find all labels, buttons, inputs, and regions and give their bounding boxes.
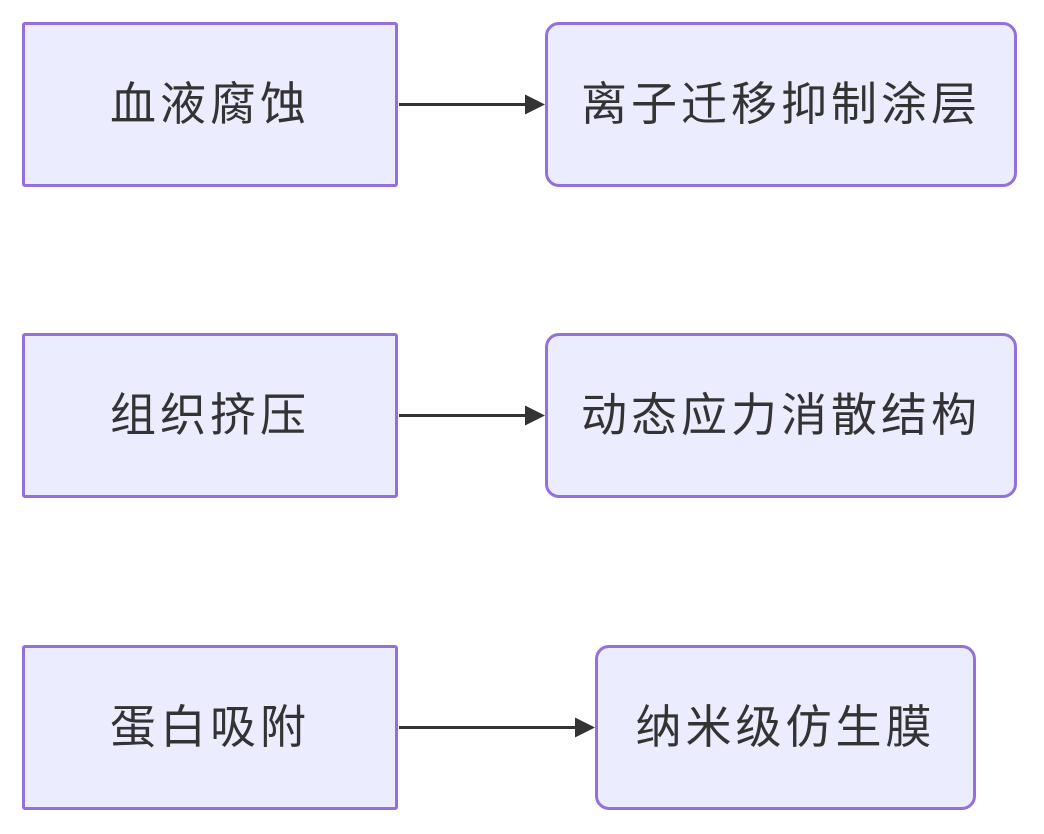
node-label: 纳米级仿生膜 <box>635 700 936 753</box>
node-label: 动态应力消散结构 <box>581 388 981 441</box>
arrowhead-icon <box>525 405 545 426</box>
node-label: 血液腐蚀 <box>110 77 310 130</box>
node-nanoscale-biomimetic-membrane: 纳米级仿生膜 <box>595 645 976 810</box>
arrow-row-3 <box>399 717 595 738</box>
arrow-row-1 <box>399 94 545 115</box>
arrowhead-icon <box>575 717 595 738</box>
node-label: 蛋白吸附 <box>110 700 310 753</box>
node-tissue-compression: 组织挤压 <box>22 333 398 498</box>
node-dynamic-stress-dissipation-structure: 动态应力消散结构 <box>545 333 1017 498</box>
arrow-row-2 <box>399 405 545 426</box>
node-ion-migration-inhibition-coating: 离子迁移抑制涂层 <box>545 22 1017 187</box>
arrowhead-icon <box>525 94 545 115</box>
node-label: 离子迁移抑制涂层 <box>581 77 981 130</box>
node-blood-corrosion: 血液腐蚀 <box>22 22 398 187</box>
node-label: 组织挤压 <box>110 388 310 441</box>
node-protein-adsorption: 蛋白吸附 <box>22 645 398 810</box>
